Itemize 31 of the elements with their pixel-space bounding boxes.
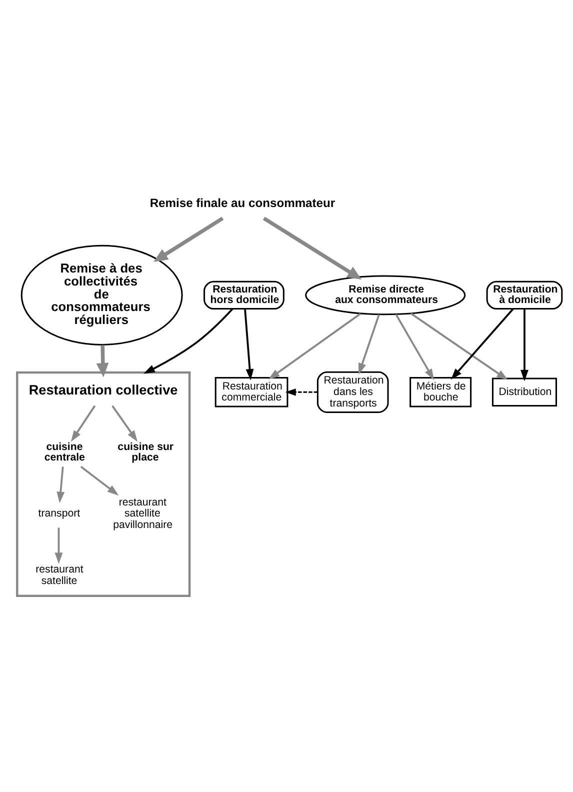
- arrow: [154, 216, 224, 262]
- arrow: [244, 308, 254, 380]
- arrow: [268, 312, 362, 379]
- arrow: [450, 308, 514, 380]
- arrow: [358, 314, 380, 374]
- node-text: restaurant satellite: [36, 563, 84, 586]
- node-box: Restauration commerciale: [214, 376, 288, 407]
- arrow: [285, 388, 318, 396]
- node-text: transport: [38, 507, 80, 520]
- arrow: [112, 404, 138, 442]
- arrow: [520, 308, 528, 381]
- arrow: [410, 312, 508, 380]
- arrow: [54, 527, 63, 564]
- node-text: Remise finale au consommateur: [150, 195, 336, 210]
- node-text: restaurant satellite pavillonnaire: [113, 496, 173, 531]
- node-text: cuisine centrale: [44, 440, 85, 464]
- arrow: [144, 308, 234, 374]
- node-ellipse: Remise directe aux consommateurs: [305, 274, 466, 315]
- node-ellipse: Remise à des collectivités de consommateurs réguliers: [20, 244, 183, 345]
- arrow: [96, 344, 109, 377]
- node-box: Métiers de bouche: [410, 376, 472, 407]
- arrow: [262, 216, 362, 280]
- node-box: Distribution: [492, 377, 557, 406]
- arrow: [56, 466, 65, 503]
- node-box: Restauration dans les transports: [316, 370, 389, 412]
- node-box: Restauration hors domicile: [204, 280, 284, 310]
- arrow: [70, 404, 96, 442]
- arrow: [80, 465, 119, 495]
- node-text: cuisine sur place: [118, 440, 174, 464]
- arrow: [395, 313, 434, 380]
- node-box: Restauration à domicile: [486, 280, 563, 310]
